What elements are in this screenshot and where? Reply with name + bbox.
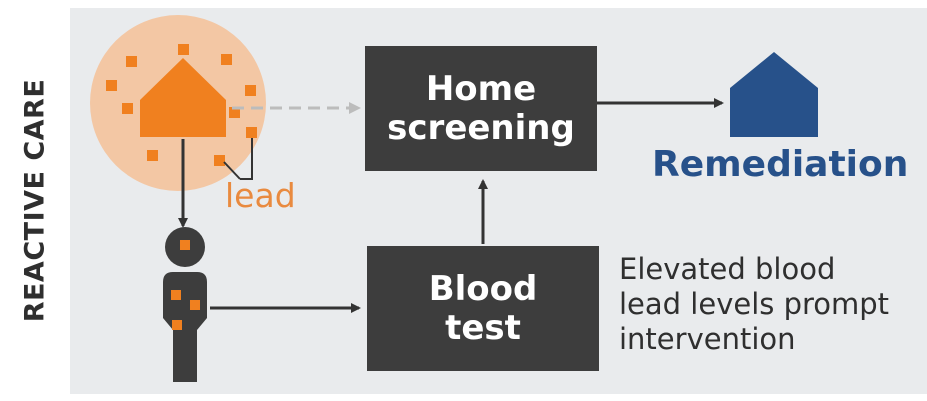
blood-test-label-line2: test	[445, 307, 521, 348]
lead-particles	[106, 44, 257, 166]
home-screening-label-line1: Home	[425, 69, 537, 110]
lead-particle	[221, 54, 232, 65]
lead-particle	[122, 103, 133, 114]
blood-test-box: Blood test	[367, 246, 599, 371]
intervention-note: Elevated blood lead levels prompt interv…	[619, 252, 889, 356]
lead-particle	[147, 150, 158, 161]
intervention-note-line3: intervention	[619, 321, 796, 356]
home-screening-box: Home screening	[365, 46, 597, 171]
home-screening-label-line2: screening	[387, 107, 575, 148]
lead-particle	[245, 85, 256, 96]
lead-particle	[214, 155, 225, 166]
person-icon	[163, 227, 207, 382]
intervention-note-line2: lead levels prompt	[619, 286, 890, 321]
lead-particle	[106, 80, 117, 91]
lead-leader-line	[223, 161, 241, 180]
lead-particle	[178, 44, 189, 55]
blood-test-label-line1: Blood	[428, 269, 538, 310]
lead-leader-line	[240, 138, 253, 180]
lead-particle	[229, 107, 240, 118]
lead-label: lead	[225, 176, 296, 215]
intervention-note-line1: Elevated blood	[619, 252, 836, 286]
lead-particle	[246, 127, 257, 138]
remediation-label: Remediation	[652, 144, 909, 185]
house-icon	[140, 58, 226, 137]
house-icon	[730, 52, 818, 137]
lead-particle	[126, 56, 137, 67]
